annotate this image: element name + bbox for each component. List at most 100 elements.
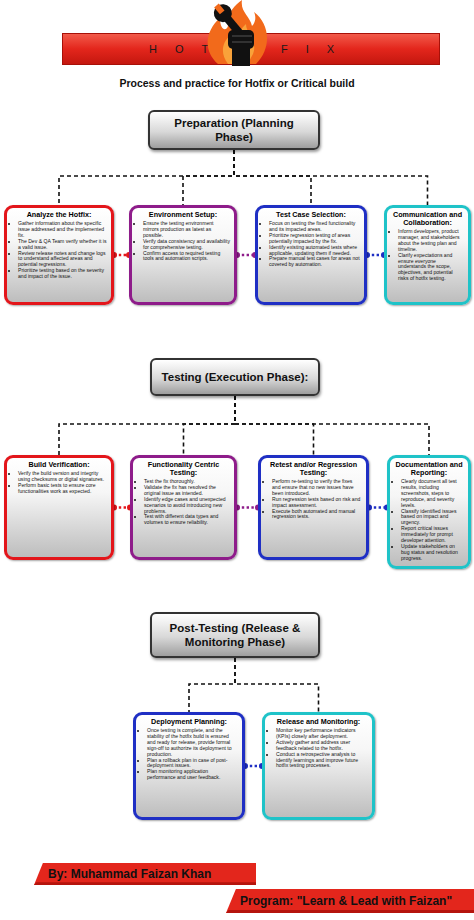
bullet-text: The Dev & QA Team verify whether it is a… (18, 239, 107, 251)
connector-line (235, 658, 319, 712)
process-box: Retest and/or Regression Testing:Perform… (258, 455, 369, 560)
connector-line (59, 150, 234, 205)
tree-connector (234, 150, 311, 205)
phase-box: Post-Testing (Release & Monitoring Phase… (150, 612, 320, 658)
bullet-text: Update stakeholders on bug status and re… (401, 544, 464, 562)
process-box: Deployment Planning: Once testing is comp… (133, 712, 245, 820)
bullet-text: Confirm access to required testing tools… (143, 251, 230, 263)
box-heading: Documentation and Reporting: (394, 461, 464, 477)
process-box: Test Case Selection: Focus on testing the… (255, 205, 367, 305)
ribbon-fill (34, 863, 256, 885)
box-heading: Build Verification: (11, 461, 107, 469)
bullet-text: Perform re-testing to verify the fixes a… (272, 479, 362, 497)
tree-connector (234, 150, 428, 205)
bullet-text: Monitor key performance indicators (KPIs… (276, 728, 368, 740)
connector-line (235, 396, 429, 455)
credit-ribbon: Program: "Learn & Lead with Faizan" (226, 889, 474, 913)
process-box: Documentation and Reporting: Clearly docu… (387, 455, 471, 569)
bullet-list: Once testing is complete, and the stabil… (140, 728, 238, 781)
bullet-text: Run regression tests based on risk and i… (272, 497, 362, 509)
banner-word: FIX (281, 42, 352, 56)
fist-fingers (232, 36, 252, 42)
hotfix-icon (190, 0, 285, 66)
tree-connector (183, 150, 234, 205)
box-heading: Analyze the Hotfix: (11, 211, 107, 219)
bullet-text: Ensure the testing environment mirrors p… (143, 221, 230, 239)
process-box: Environment Setup: Ensure the testing env… (129, 205, 237, 305)
box-heading: Test Case Selection: (262, 211, 360, 219)
bullet-text: Prioritize regression testing of areas p… (269, 233, 360, 245)
wrench-jaw (214, 4, 224, 15)
credit-ribbon: By: Muhammad Faizan Khan (34, 863, 256, 885)
bullet-text: Review release notes and change logs to … (18, 251, 107, 269)
tree-connector (184, 396, 236, 455)
box-heading: Functionality Centric Testing: (137, 461, 230, 477)
connector-line (234, 150, 428, 205)
process-box: Build Verification: Verify the build vers… (4, 455, 114, 560)
bullet-text: Verify the build version and integrity u… (18, 471, 107, 483)
ribbon-fill (226, 889, 474, 913)
bullet-list: Inform developers, product manager, and … (391, 229, 464, 282)
bullet-text: Report critical issues immediately for p… (401, 526, 464, 544)
ribbon-shade (226, 910, 474, 913)
connector-line (59, 396, 235, 455)
phase-text: Preparation (Planning Phase) (156, 116, 312, 144)
dotted-connector (234, 505, 261, 511)
bullet-text: Actively gather and address user feedbac… (276, 740, 368, 752)
bullet-text: Inform developers, product manager, and … (398, 229, 464, 253)
bullet-text: Verify data consistency and availability… (143, 239, 230, 251)
bullet-text: Identify edge cases and unexpected scena… (144, 497, 230, 515)
tree-connector (235, 396, 429, 455)
bullet-text: Once testing is complete, and the stabil… (147, 728, 238, 758)
bullet-text: Classify identified issues based on impa… (401, 509, 464, 527)
bullet-list: Verify the build version and integrity u… (11, 471, 107, 495)
box-heading: Release and Monitoring: (269, 718, 368, 726)
wrench-symbol (210, 0, 255, 48)
connector-line (184, 396, 236, 455)
ribbon-shade (34, 882, 256, 885)
bullet-list: Monitor key performance indicators (KPIs… (269, 728, 368, 769)
fist-symbol (228, 30, 254, 49)
process-box: Communication and Collaboration: Inform d… (384, 205, 471, 305)
bullet-list: Focus on testing the fixed functionality… (262, 221, 360, 268)
tree-connector (235, 658, 319, 712)
bullet-list: Gather information about the specific is… (11, 221, 107, 280)
connector-line (234, 150, 311, 205)
bullet-list: Clearly document all test results, inclu… (394, 479, 464, 562)
bullet-text: Focus on testing the fixed functionality… (269, 221, 360, 233)
box-heading: Environment Setup: (136, 211, 230, 219)
process-box: Analyze the Hotfix: Gather information ab… (4, 205, 114, 305)
bullet-text: Plan monitoring application performance … (147, 769, 238, 781)
tree-connector (59, 150, 234, 205)
bullet-text: Validate the fix has resolved the origin… (144, 485, 230, 497)
bullet-text: Execute both automated and manual regres… (272, 509, 362, 521)
bullet-list: Perform re-testing to verify the fixes a… (265, 479, 362, 520)
box-heading: Deployment Planning: (140, 718, 238, 726)
phase-box: Preparation (Planning Phase) (148, 110, 320, 150)
connector-line (235, 396, 314, 455)
bullet-text: Gather information about the specific is… (18, 221, 107, 239)
tree-connector (59, 396, 235, 455)
bullet-list: Ensure the testing environment mirrors p… (136, 221, 230, 262)
bullet-text: Plan a rollback plan in case of post-dep… (147, 758, 238, 770)
wrench-head (210, 0, 235, 25)
bullet-text: Conduct a retrospective analysis to iden… (276, 752, 368, 770)
phase-text: Testing (Execution Phase): (162, 370, 309, 384)
phase-box: Testing (Execution Phase): (150, 358, 320, 396)
bullet-text: Prepare manual test cases for areas not … (269, 256, 360, 268)
credit-text: Program: "Learn & Lead with Faizan" (240, 894, 452, 908)
bullet-text: Clearly document all test results, inclu… (401, 479, 464, 509)
fist-wrist (232, 47, 250, 66)
bullet-text: Identify existing automated tests where … (269, 245, 360, 257)
connector-line (189, 658, 235, 712)
connector-line (237, 506, 258, 509)
diagram-title: Process and practice for Hotfix or Criti… (0, 77, 474, 90)
phase-text: Post-Testing (Release & Monitoring Phase… (158, 621, 312, 649)
credit-text: By: Muhammad Faizan Khan (48, 867, 211, 881)
box-heading: Communication and Collaboration: (391, 211, 464, 227)
bullet-text: Test with different data types and volum… (144, 514, 230, 526)
bullet-text: Perform basic tests to ensure core funct… (18, 483, 107, 495)
process-box: Functionality Centric Testing:Test the f… (130, 455, 237, 560)
bullet-text: Clarify expectations and ensure everyone… (398, 253, 464, 283)
